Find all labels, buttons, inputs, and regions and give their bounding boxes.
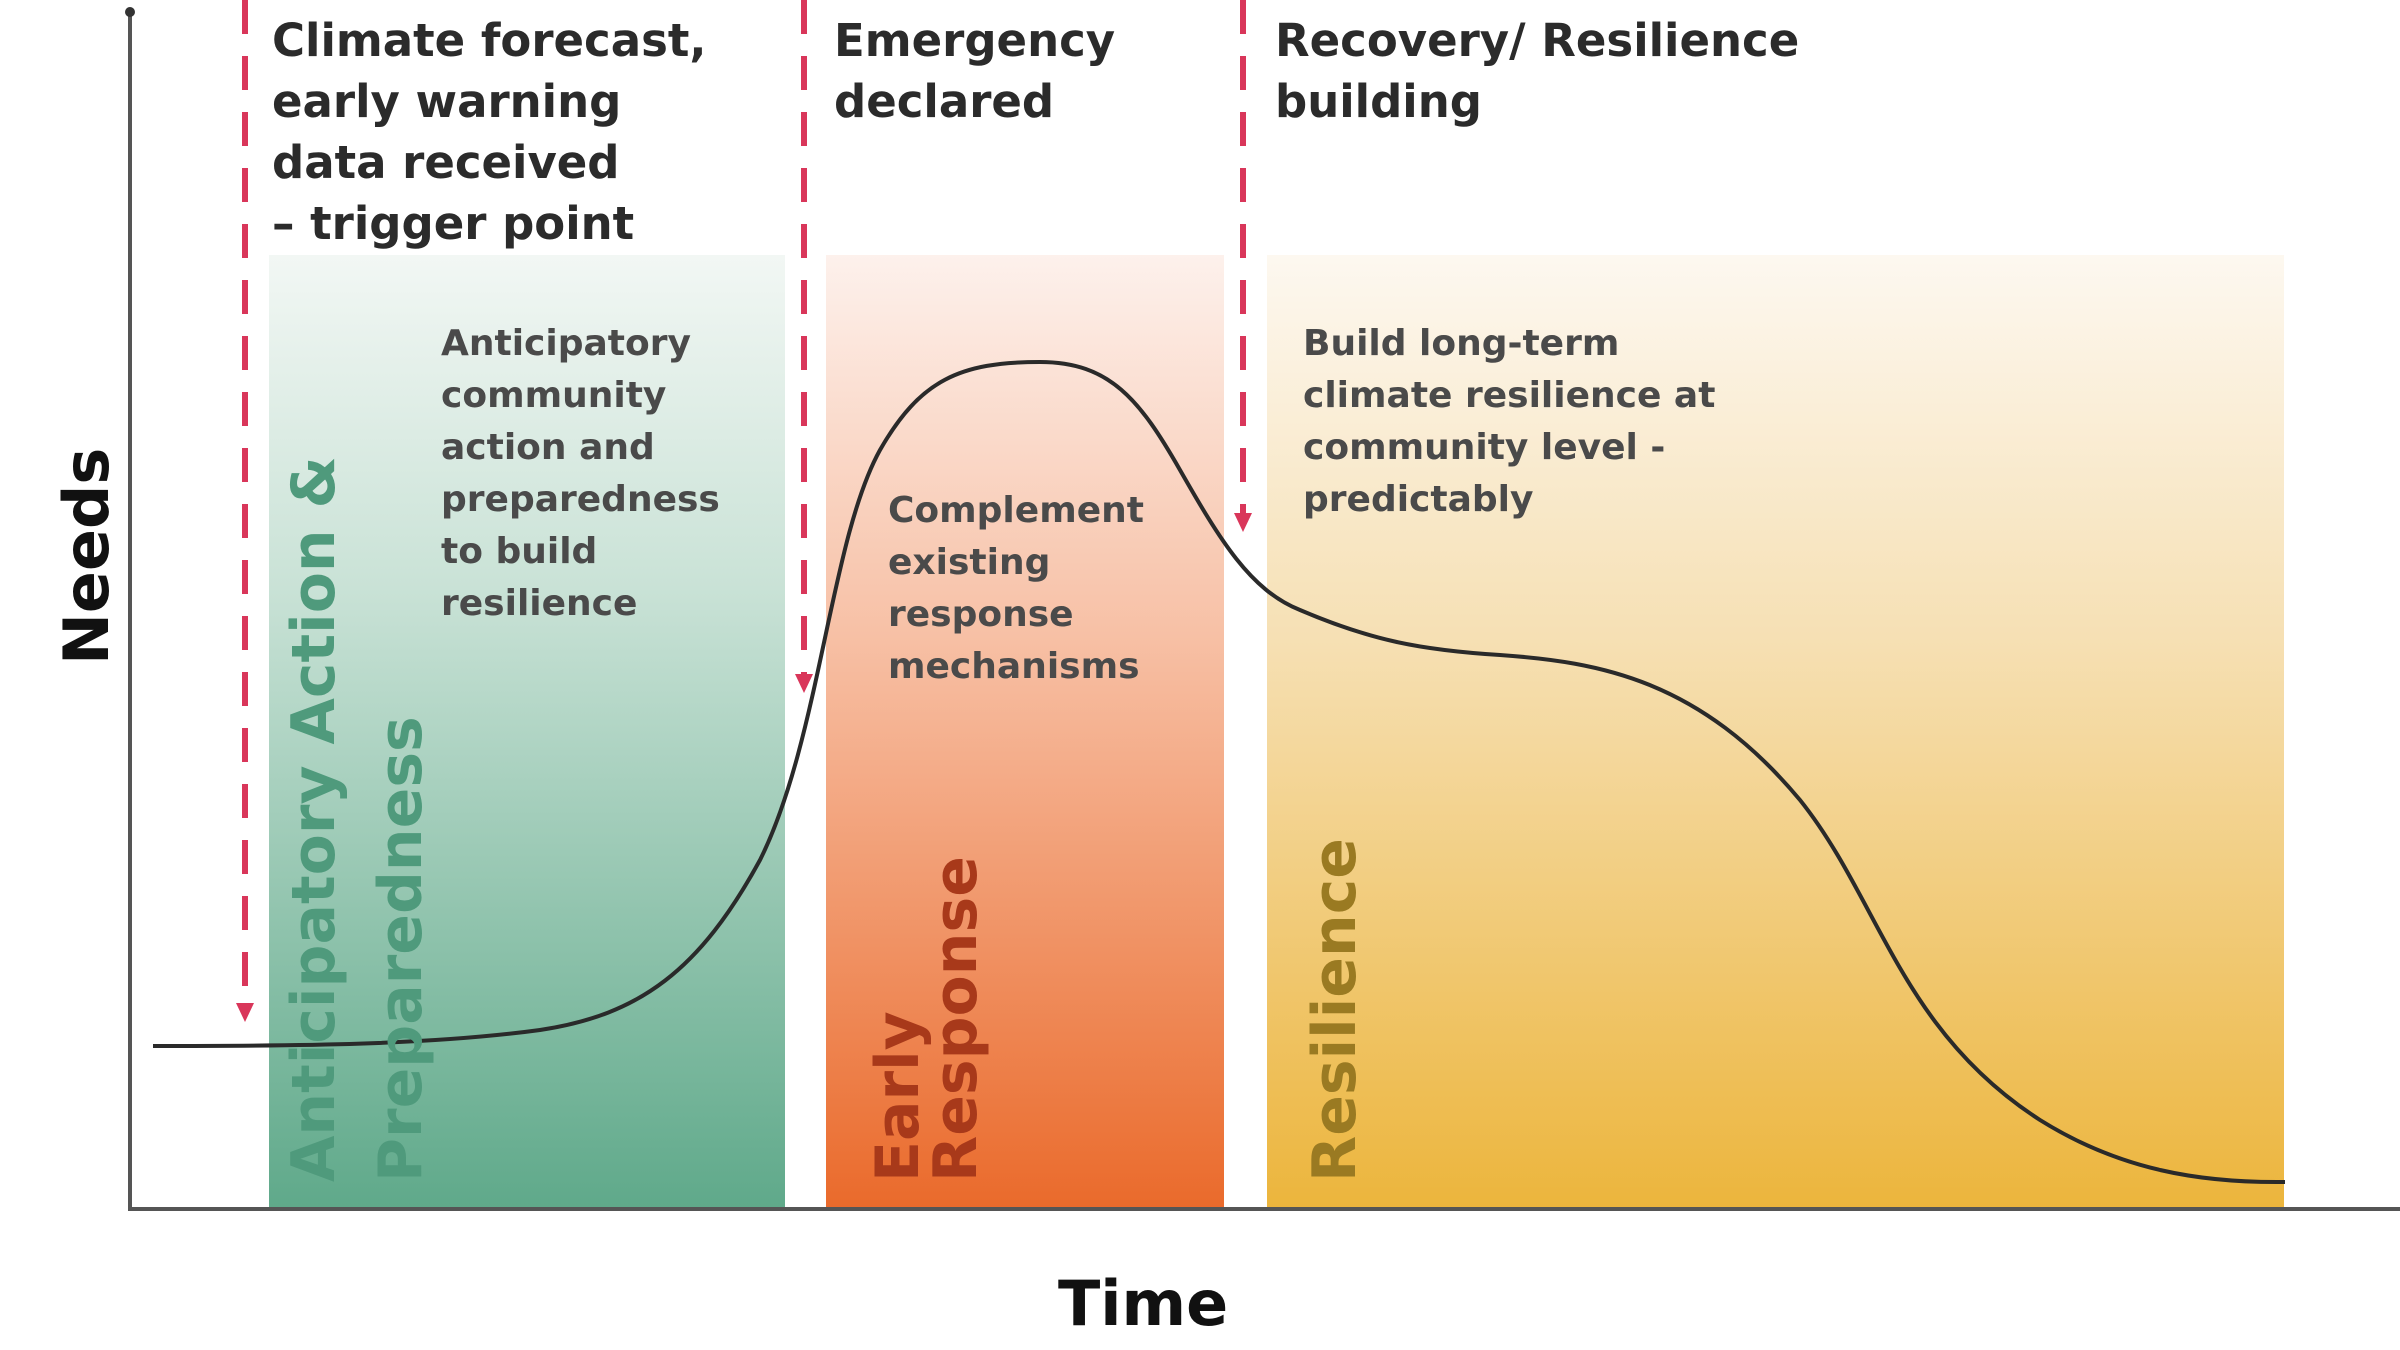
band-resilience	[1267, 255, 2284, 1209]
y-axis-tip	[125, 7, 135, 17]
phase-header-forecast: Climate forecast, early warning data rec…	[272, 14, 722, 250]
arrowhead-icon	[1234, 513, 1252, 532]
band-title-early-response: Early Response	[863, 856, 991, 1182]
band-early-response	[826, 255, 1224, 1209]
y-axis-label: Needs	[50, 448, 123, 665]
trigger-arrowheads	[236, 513, 1252, 1022]
phase-header-emergency: Emergency declared	[834, 14, 1131, 128]
band-description-anticipatory: Anticipatory community action and prepar…	[441, 323, 732, 624]
band-description-early-response: Complement existing response mechanisms	[888, 490, 1157, 687]
band-title-resilience: Resilience	[1300, 838, 1370, 1182]
phase-header-recovery: Recovery/ Resilience building	[1275, 14, 1815, 128]
needs-curve	[152, 359, 2286, 1185]
band-anticipatory	[269, 255, 785, 1209]
arrowhead-icon	[795, 674, 813, 693]
arrowhead-icon	[236, 1003, 254, 1022]
band-title-anticipatory: Anticipatory Action & Preparedness	[279, 435, 436, 1182]
trigger-lines	[242, 0, 1246, 1005]
band-description-resilience: Build long-term climate resilience at co…	[1303, 323, 1728, 520]
x-axis-label: Time	[1058, 1267, 1228, 1340]
